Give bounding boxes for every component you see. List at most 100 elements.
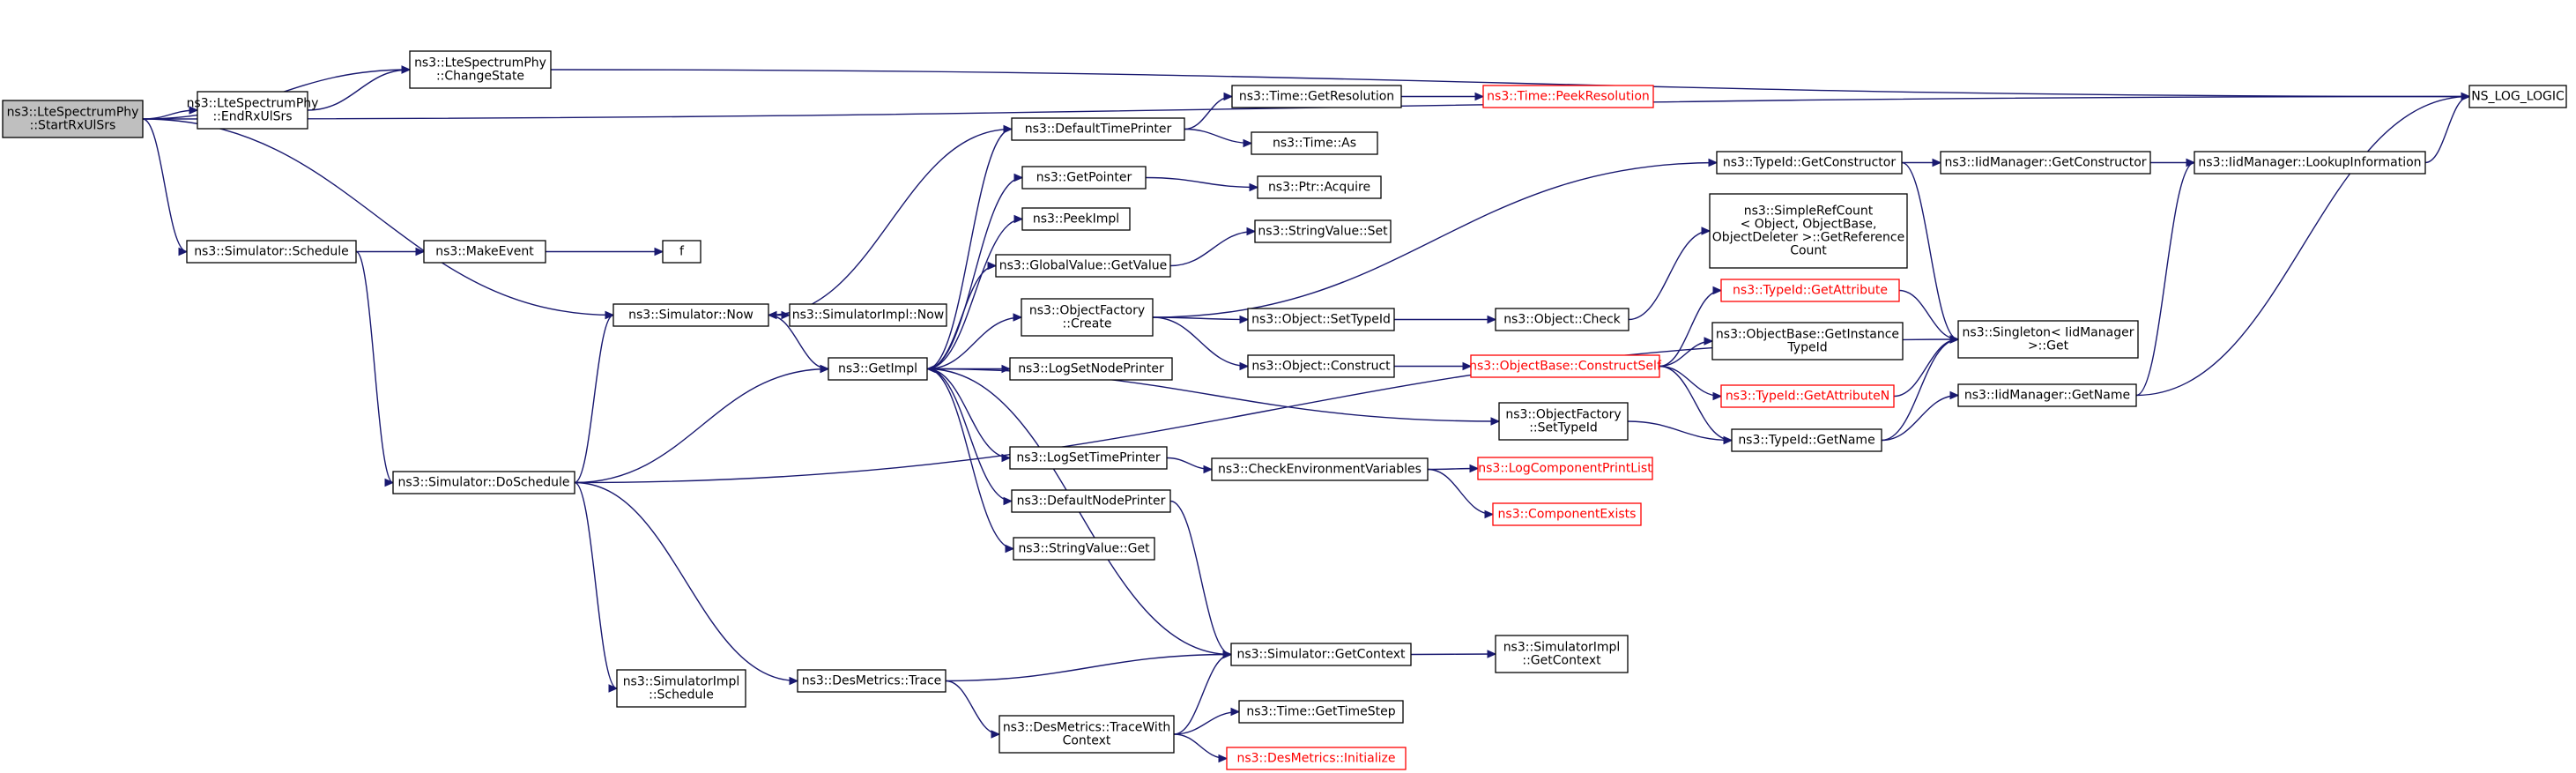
node-schedule[interactable]: ns3::Simulator::Schedule (186, 240, 357, 264)
node-defaultnodeprinter[interactable]: ns3::DefaultNodePrinter (1011, 489, 1171, 513)
node-box[interactable] (1226, 747, 1407, 770)
node-objectconstruct[interactable]: ns3::Object::Construct (1247, 354, 1395, 378)
node-box[interactable] (1482, 85, 1654, 108)
node-box[interactable] (1477, 457, 1653, 480)
node-box[interactable] (1238, 700, 1404, 724)
node-globalvalueget[interactable]: ns3::GlobalValue::GetValue (995, 254, 1171, 278)
node-typeidgetname[interactable]: ns3::TypeId::GetName (1731, 428, 1882, 452)
node-typeidgetattributen[interactable]: ns3::TypeId::GetAttributeN (1720, 384, 1895, 408)
node-checkenv[interactable]: ns3::CheckEnvironmentVariables (1211, 457, 1429, 481)
node-typeidgetconstructor[interactable]: ns3::TypeId::GetConstructor (1716, 151, 1903, 175)
node-box[interactable] (1957, 320, 2139, 359)
node-defaulttimeprinter[interactable]: ns3::DefaultTimePrinter (1011, 117, 1185, 141)
node-box[interactable] (2468, 85, 2567, 108)
node-f[interactable]: f (662, 240, 702, 264)
node-lookupinformation[interactable]: ns3::IidManager::LookupInformation (2194, 151, 2426, 175)
node-box[interactable] (616, 669, 746, 708)
node-box[interactable] (1247, 308, 1395, 331)
node-now[interactable]: ns3::Simulator::Now (612, 303, 769, 327)
node-componentexists[interactable]: ns3::ComponentExists (1492, 502, 1642, 526)
node-box[interactable] (197, 91, 308, 130)
node-doschedule[interactable]: ns3::Simulator::DoSchedule (392, 471, 575, 494)
node-box[interactable] (1021, 166, 1147, 190)
node-iidgetconstructor[interactable]: ns3::IidManager::GetConstructor (1940, 151, 2151, 175)
node-box[interactable] (1470, 354, 1660, 378)
node-simplerefcount[interactable]: ns3::SimpleRefCount< Object, ObjectBase,… (1709, 193, 1908, 269)
node-gettimestep[interactable]: ns3::Time::GetTimeStep (1238, 700, 1404, 724)
node-box[interactable] (1231, 85, 1402, 108)
node-box[interactable] (1492, 502, 1642, 526)
node-box[interactable] (1957, 383, 2137, 407)
node-factorysettypeid[interactable]: ns3::ObjectFactory::SetTypeId (1498, 402, 1629, 441)
node-nslog[interactable]: NS_LOG_LOGIC (2468, 85, 2567, 108)
node-box[interactable] (1230, 643, 1412, 666)
node-box[interactable] (392, 471, 575, 494)
node-endrx[interactable]: ns3::LteSpectrumPhy::EndRxUlSrs (187, 91, 319, 130)
node-box[interactable] (2194, 151, 2426, 175)
node-timeas[interactable]: ns3::Time::As (1251, 131, 1378, 155)
node-logsetnodeprinter[interactable]: ns3::LogSetNodePrinter (1009, 357, 1173, 381)
node-startrx[interactable]: ns3::LteSpectrumPhy::StartRxUlSrs (2, 100, 144, 138)
node-logcomponentprintlist[interactable]: ns3::LogComponentPrintList (1477, 457, 1653, 480)
node-box[interactable] (1011, 117, 1185, 141)
node-box[interactable] (1940, 151, 2151, 175)
node-desmetricstrace[interactable]: ns3::DesMetrics::Trace (797, 669, 947, 693)
node-box[interactable] (1709, 193, 1908, 269)
node-makeevent[interactable]: ns3::MakeEvent (423, 240, 546, 264)
node-getimpl[interactable]: ns3::GetImpl (828, 357, 928, 381)
node-box[interactable] (1720, 279, 1900, 302)
node-box[interactable] (1254, 219, 1392, 243)
node-simimplschedule[interactable]: ns3::SimulatorImpl::Schedule (616, 669, 746, 708)
node-iidgetname[interactable]: ns3::IidManager::GetName (1957, 383, 2137, 407)
node-objectcheck[interactable]: ns3::Object::Check (1495, 308, 1629, 331)
node-box[interactable] (1247, 354, 1395, 378)
node-box[interactable] (2, 100, 144, 138)
node-peekimpl[interactable]: ns3::PeekImpl (1021, 207, 1131, 231)
node-getpointer[interactable]: ns3::GetPointer (1021, 166, 1147, 190)
node-box[interactable] (1257, 175, 1382, 199)
node-getcontext[interactable]: ns3::Simulator::GetContext (1230, 643, 1412, 666)
node-logsettimeprinter[interactable]: ns3::LogSetTimePrinter (1009, 446, 1168, 470)
node-box[interactable] (1021, 207, 1131, 231)
node-box[interactable] (1009, 357, 1173, 381)
node-objectsettypeid[interactable]: ns3::Object::SetTypeId (1247, 308, 1395, 331)
node-box[interactable] (612, 303, 769, 327)
node-box[interactable] (409, 50, 552, 89)
node-constructself[interactable]: ns3::ObjectBase::ConstructSelf (1469, 354, 1662, 378)
node-box[interactable] (1716, 151, 1903, 175)
node-ptracquire[interactable]: ns3::Ptr::Acquire (1257, 175, 1382, 199)
node-desinit[interactable]: ns3::DesMetrics::Initialize (1226, 747, 1407, 770)
node-stringvalueset[interactable]: ns3::StringValue::Set (1254, 219, 1392, 243)
node-box[interactable] (828, 357, 928, 381)
node-singletonget[interactable]: ns3::Singleton< IidManager >::Get (1957, 320, 2139, 359)
node-objectfactorycreate[interactable]: ns3::ObjectFactory::Create (1021, 298, 1154, 337)
node-box[interactable] (423, 240, 546, 264)
node-box[interactable] (1009, 446, 1168, 470)
node-simimplnow[interactable]: ns3::SimulatorImpl::Now (789, 303, 947, 327)
node-peekresolution[interactable]: ns3::Time::PeekResolution (1482, 85, 1654, 108)
node-box[interactable] (789, 303, 947, 327)
node-box[interactable] (662, 240, 702, 264)
node-box[interactable] (1495, 635, 1629, 673)
node-box[interactable] (1251, 131, 1378, 155)
node-box[interactable] (1011, 489, 1171, 513)
node-box[interactable] (995, 254, 1171, 278)
node-box[interactable] (797, 669, 947, 693)
node-box[interactable] (186, 240, 357, 264)
node-box[interactable] (1211, 457, 1429, 481)
node-simimplgetcontext[interactable]: ns3::SimulatorImpl::GetContext (1495, 635, 1629, 673)
node-box[interactable] (1498, 402, 1629, 441)
node-box[interactable] (1495, 308, 1629, 331)
node-changestate[interactable]: ns3::LteSpectrumPhy::ChangeState (409, 50, 552, 89)
node-box[interactable] (1021, 298, 1154, 337)
node-box[interactable] (998, 715, 1175, 754)
node-stringvalueget[interactable]: ns3::StringValue::Get (1013, 537, 1155, 561)
node-getresolution[interactable]: ns3::Time::GetResolution (1231, 85, 1402, 108)
node-box[interactable] (1711, 322, 1904, 360)
node-box[interactable] (1720, 384, 1895, 408)
node-box[interactable] (1013, 537, 1155, 561)
node-typeidgetattribute[interactable]: ns3::TypeId::GetAttribute (1720, 279, 1900, 302)
node-box[interactable] (1731, 428, 1882, 452)
